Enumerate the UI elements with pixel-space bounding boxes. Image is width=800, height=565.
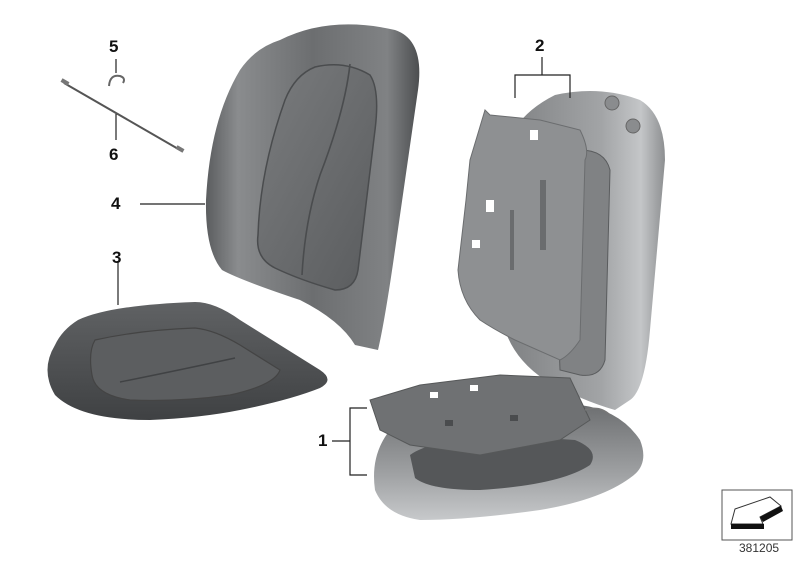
diagram-number: 381205 [739,541,780,555]
backrest-heating-mat [457,109,588,361]
callout-4: 4 [111,194,121,213]
callout-2: 2 [535,36,545,55]
clip-part [108,74,125,87]
seat-cushion-cover [47,302,328,420]
callout-6: 6 [109,145,119,164]
backrest-cover [205,24,420,350]
callout-3: 3 [112,248,122,267]
seat-heating-mat [369,374,611,456]
orientation-arrow-icon [721,489,793,541]
callout-1: 1 [318,431,328,450]
wire-part [60,78,185,153]
callout-5: 5 [109,37,119,56]
